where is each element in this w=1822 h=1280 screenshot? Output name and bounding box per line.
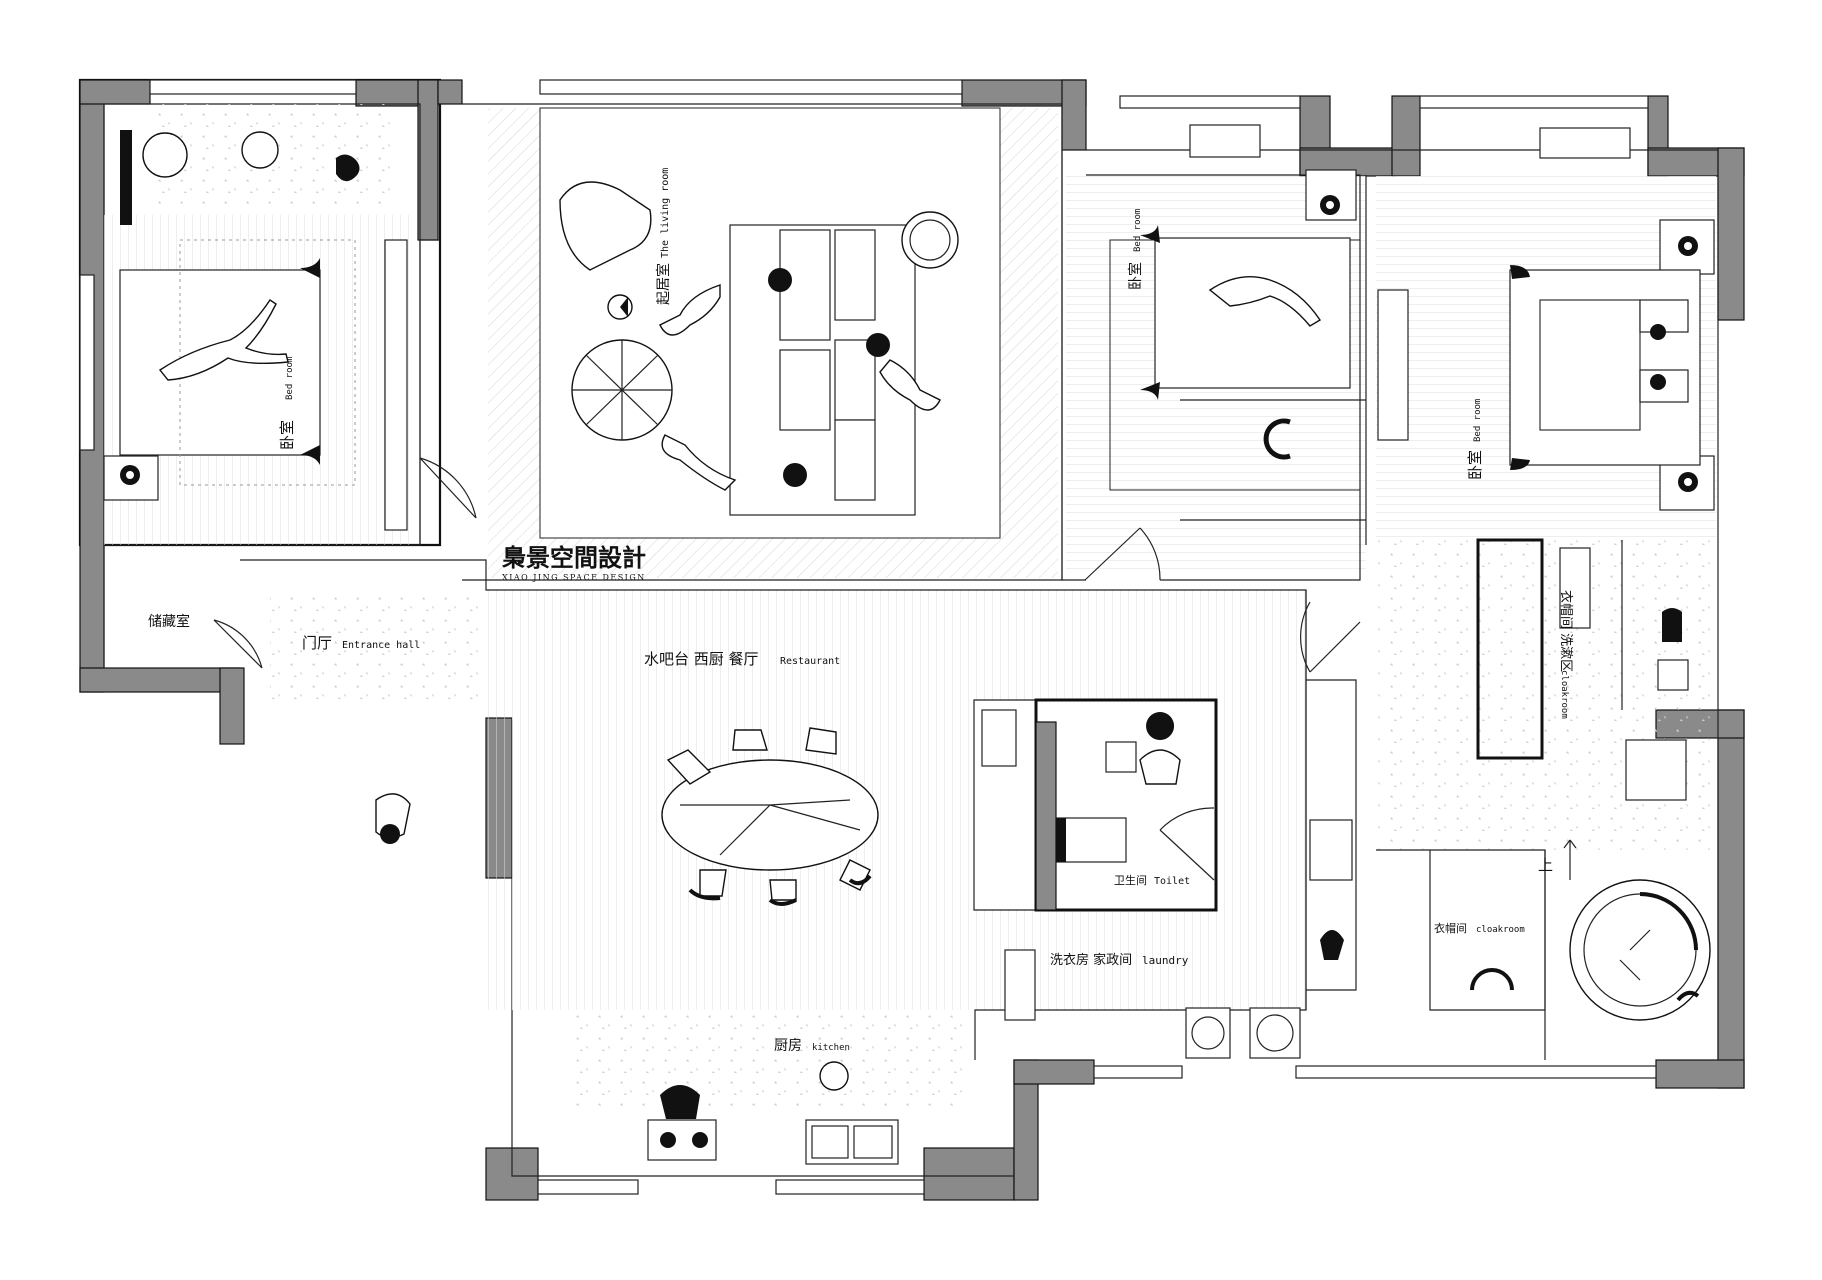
- cloak-wash-label: 衣帽间 洗漱区: [1558, 590, 1574, 672]
- room-labels: 卧室 Bed room 起居室 The living room 卧室 Bed r…: [148, 168, 1574, 1054]
- entrance-label: 门厅: [302, 634, 332, 652]
- left-bedroom-furniture: [119, 130, 440, 531]
- cloak-small-en: cloakroom: [1476, 925, 1525, 935]
- bedroom-mid-label: 卧室: [1127, 262, 1144, 290]
- toilet-en: Toilet: [1154, 876, 1190, 887]
- brand-logo: 梟景空間設計 XIAO JING SPACE DESIGN: [501, 543, 646, 582]
- bedroom-right-en: Bed room: [1473, 399, 1483, 442]
- bedroom-right-label: 卧室: [1466, 450, 1484, 480]
- cloak-wash-en: cloakroom: [1559, 670, 1569, 719]
- toilet-laundry-furniture: [981, 709, 1353, 1059]
- entrance-en: Entrance hall: [342, 640, 420, 651]
- right-bedroom-furniture: [1377, 127, 1701, 691]
- dining-label: 水吧台 西厨 餐厅: [644, 650, 759, 668]
- bedroom-left-en: Bed room: [285, 357, 295, 400]
- bath-stairs: [1470, 839, 1711, 1021]
- toilet-label: 卫生间: [1114, 873, 1147, 887]
- entrance-figure: [375, 793, 411, 844]
- kitchen-furniture: [647, 949, 1036, 1165]
- kitchen-label: 厨房: [774, 1038, 802, 1054]
- living-en: The living room: [660, 168, 671, 258]
- cloak-small-label: 衣帽间: [1434, 921, 1467, 935]
- living-room-furniture: [559, 181, 959, 516]
- dining-en: Restaurant: [780, 656, 840, 667]
- kitchen-en: kitchen: [812, 1043, 850, 1053]
- living-label: 起居室: [655, 263, 672, 305]
- stairs-up-label: 上: [1538, 856, 1553, 874]
- bedroom-left-label: 卧室: [278, 420, 296, 450]
- bedroom-mid-en: Bed room: [1133, 209, 1143, 252]
- storage-label: 储藏室: [148, 613, 190, 630]
- dining-furniture: [661, 727, 879, 906]
- laundry-en: laundry: [1142, 954, 1189, 967]
- brand-subtitle: XIAO JING SPACE DESIGN: [502, 573, 646, 582]
- middle-bedroom-furniture: [1140, 124, 1351, 460]
- laundry-label: 洗衣房 家政间: [1050, 952, 1132, 968]
- doors: [213, 457, 1361, 881]
- brand-name: 梟景空間設計: [501, 543, 646, 572]
